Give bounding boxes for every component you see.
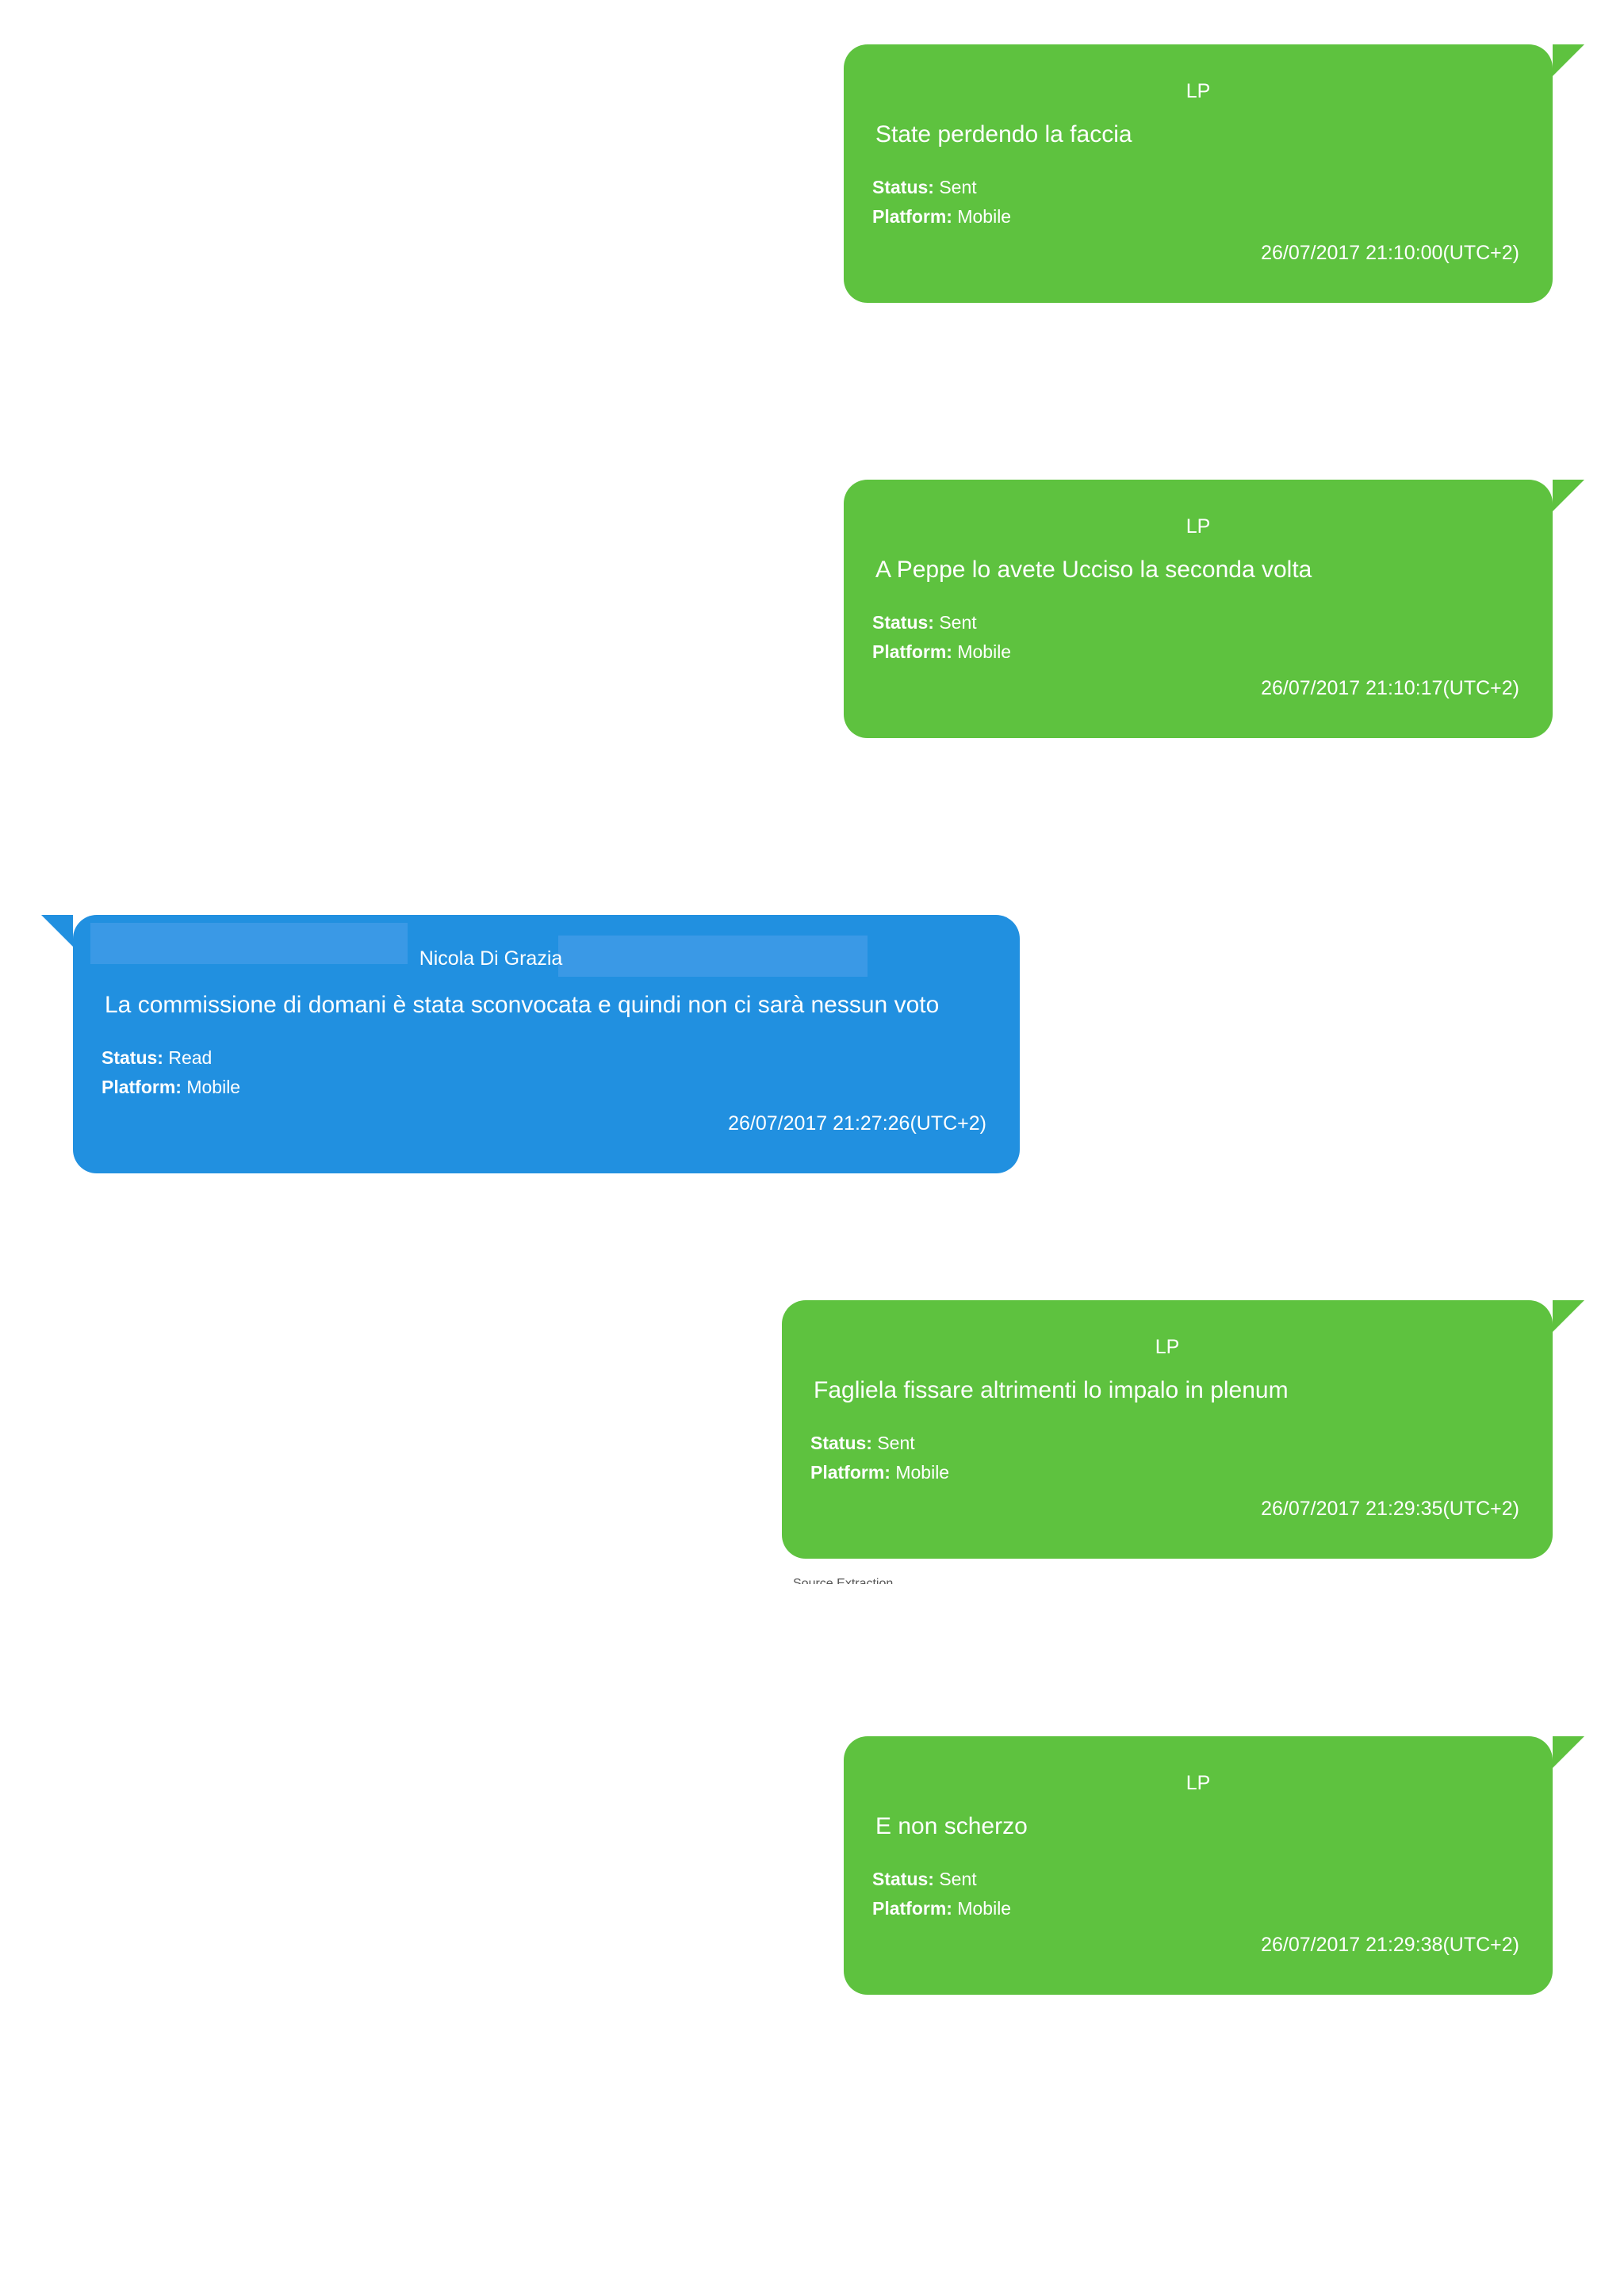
message-sender: LP	[1185, 515, 1211, 538]
message-text: State perdendo la faccia	[875, 121, 1132, 147]
message-text: Fagliela fissare altrimenti lo impalo in…	[814, 1377, 1289, 1403]
message-status: Status: Sent	[872, 176, 977, 198]
status-value: Sent	[939, 1869, 977, 1889]
platform-value: Mobile	[957, 641, 1012, 662]
platform-value: Mobile	[957, 206, 1012, 227]
platform-label: Platform:	[872, 206, 952, 227]
bubble-tail	[41, 915, 73, 947]
message-timestamp: 26/07/2017 21:27:26(UTC+2)	[728, 1112, 986, 1135]
status-label: Status:	[810, 1433, 872, 1453]
message-text: E non scherzo	[875, 1813, 1028, 1839]
status-value: Sent	[877, 1433, 915, 1453]
platform-label: Platform:	[872, 1898, 952, 1919]
bubble-tail	[1553, 1300, 1584, 1332]
status-label: Status:	[102, 1047, 163, 1068]
message-timestamp: 26/07/2017 21:29:38(UTC+2)	[1261, 1934, 1519, 1956]
message-platform: Platform: Mobile	[810, 1461, 949, 1483]
status-value: Sent	[939, 177, 977, 197]
message-timestamp: 26/07/2017 21:29:35(UTC+2)	[1261, 1498, 1519, 1520]
message-text: La commissione di domani è stata sconvoc…	[105, 992, 940, 1018]
message-timestamp: 26/07/2017 21:10:17(UTC+2)	[1261, 677, 1519, 699]
message-sender: LP	[1155, 1336, 1180, 1358]
message-bubble-outgoing: LP State perdendo la faccia Status: Sent…	[844, 44, 1584, 303]
message-bubble-incoming: Nicola Di Grazia La commissione di doman…	[41, 915, 1020, 1173]
message-platform: Platform: Mobile	[102, 1076, 240, 1098]
platform-value: Mobile	[957, 1898, 1012, 1919]
status-value: Sent	[939, 612, 977, 633]
bubble-tail	[1553, 480, 1584, 511]
footer-cutoff-text: Source Extraction	[793, 1577, 894, 1584]
platform-label: Platform:	[102, 1077, 182, 1097]
redaction-overlay	[558, 936, 868, 977]
message-platform: Platform: Mobile	[872, 641, 1011, 663]
redaction-overlay	[90, 923, 408, 964]
status-label: Status:	[872, 1869, 934, 1889]
message-platform: Platform: Mobile	[872, 1897, 1011, 1919]
status-label: Status:	[872, 612, 934, 633]
bubble-tail	[1553, 1736, 1584, 1768]
message-bubble-outgoing: LP E non scherzo Status: Sent Platform: …	[844, 1736, 1584, 1995]
message-sender: LP	[1185, 1772, 1211, 1794]
message-timestamp: 26/07/2017 21:10:00(UTC+2)	[1261, 242, 1519, 264]
message-status: Status: Sent	[810, 1432, 915, 1454]
message-bubble-outgoing: LP Fagliela fissare altrimenti lo impalo…	[782, 1300, 1584, 1559]
message-status: Status: Read	[102, 1047, 212, 1069]
message-sender: Nicola Di Grazia	[419, 947, 563, 970]
message-status: Status: Sent	[872, 1868, 977, 1890]
platform-value: Mobile	[895, 1462, 950, 1483]
message-bubble-outgoing: LP A Peppe lo avete Ucciso la seconda vo…	[844, 480, 1584, 738]
status-label: Status:	[872, 177, 934, 197]
message-status: Status: Sent	[872, 611, 977, 633]
message-platform: Platform: Mobile	[872, 205, 1011, 228]
bubble-tail	[1553, 44, 1584, 76]
platform-label: Platform:	[872, 641, 952, 662]
platform-value: Mobile	[186, 1077, 241, 1097]
platform-label: Platform:	[810, 1462, 891, 1483]
message-text: A Peppe lo avete Ucciso la seconda volta	[875, 557, 1312, 583]
status-value: Read	[168, 1047, 213, 1068]
message-sender: LP	[1185, 80, 1211, 102]
